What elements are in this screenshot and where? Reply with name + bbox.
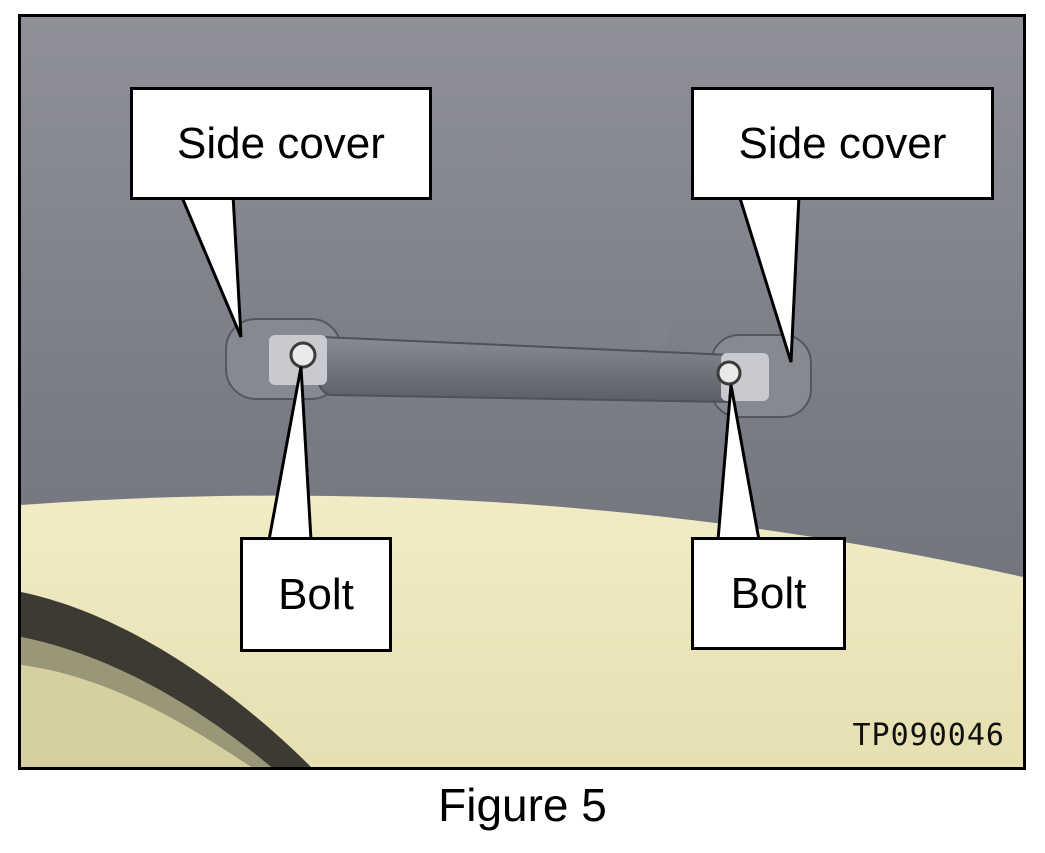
callout-side-cover-right: Side cover xyxy=(691,87,994,200)
callout-bolt-left: Bolt xyxy=(240,537,392,652)
callout-label: Bolt xyxy=(278,569,354,619)
callout-label: Side cover xyxy=(738,118,947,168)
door-seal xyxy=(21,592,311,767)
figure-photo: Side cover Side cover Bolt Bolt TP090046 xyxy=(18,14,1026,770)
callout-side-cover-left: Side cover xyxy=(130,87,432,200)
callout-bolt-right: Bolt xyxy=(691,537,846,650)
image-code: TP090046 xyxy=(852,718,1005,753)
callout-label: Bolt xyxy=(730,568,807,618)
bolt-right-part xyxy=(716,360,742,386)
figure-caption: Figure 5 xyxy=(438,779,607,831)
callout-label: Side cover xyxy=(177,118,385,168)
bolt-left-part xyxy=(289,341,317,369)
